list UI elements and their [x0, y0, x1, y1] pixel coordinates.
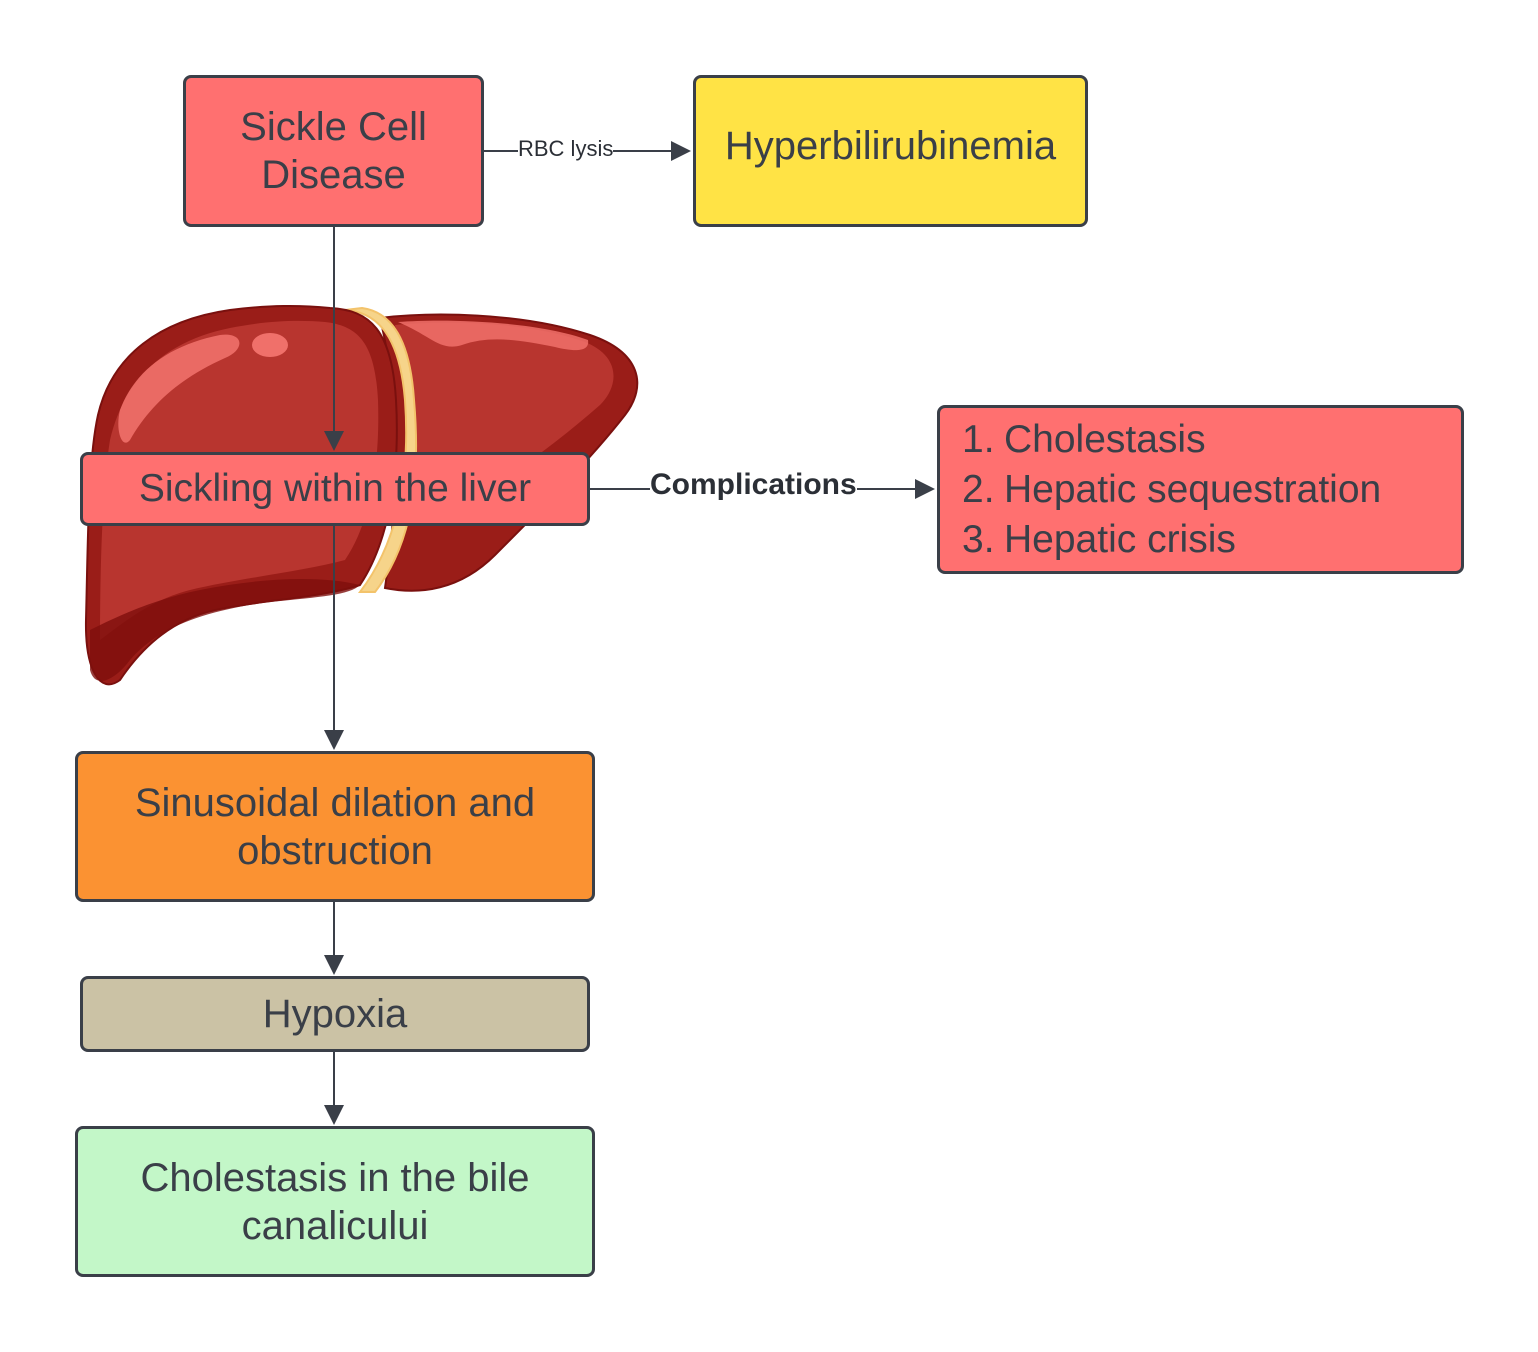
node-sickle-cell-disease[interactable]: Sickle Cell Disease — [183, 75, 484, 227]
node-label-line: Sickling within the liver — [138, 466, 532, 510]
item-text: Hepatic sequestration — [1004, 467, 1382, 511]
liver-bottom-shadow — [90, 578, 360, 681]
complication-item: 1. Cholestasis — [962, 415, 1206, 465]
node-hypoxia[interactable]: Hypoxia — [80, 976, 590, 1052]
node-label-line: Sickle Cell — [240, 105, 427, 149]
item-number: 3. — [962, 517, 995, 561]
node-cholestasis-bile[interactable]: Cholestasis in the bile canalicului — [75, 1126, 595, 1277]
node-label-line: Hypoxia — [262, 992, 408, 1036]
item-text: Cholestasis — [1004, 417, 1206, 461]
complication-item: 2. Hepatic sequestration — [962, 465, 1381, 515]
node-label-line: Hyperbilirubinemia — [724, 124, 1057, 168]
item-number: 2. — [962, 467, 995, 511]
node-label-line: obstruction — [237, 828, 433, 873]
liver-left-highlight-spot — [252, 333, 288, 357]
item-number: 1. — [962, 417, 995, 461]
node-label-line: canalicului — [241, 1203, 429, 1248]
node-complications-list[interactable]: 1. Cholestasis 2. Hepatic sequestration … — [937, 405, 1464, 574]
item-text: Hepatic crisis — [1004, 517, 1236, 561]
node-label-line: Disease — [261, 153, 406, 197]
node-label-line: Sinusoidal dilation and — [134, 780, 536, 825]
edge-label-rbc-lysis: RBC lysis — [518, 136, 614, 162]
node-label-line: Cholestasis in the bile — [140, 1155, 530, 1200]
edge-label-complications: Complications — [650, 468, 857, 502]
node-sickling-within-liver[interactable]: Sickling within the liver — [80, 452, 590, 526]
node-hyperbilirubinemia[interactable]: Hyperbilirubinemia — [693, 75, 1088, 227]
complication-item: 3. Hepatic crisis — [962, 515, 1236, 565]
liver-left-highlight — [118, 334, 240, 443]
node-sinusoidal-dilation[interactable]: Sinusoidal dilation and obstruction — [75, 751, 595, 902]
liver-right-highlight — [398, 320, 589, 351]
